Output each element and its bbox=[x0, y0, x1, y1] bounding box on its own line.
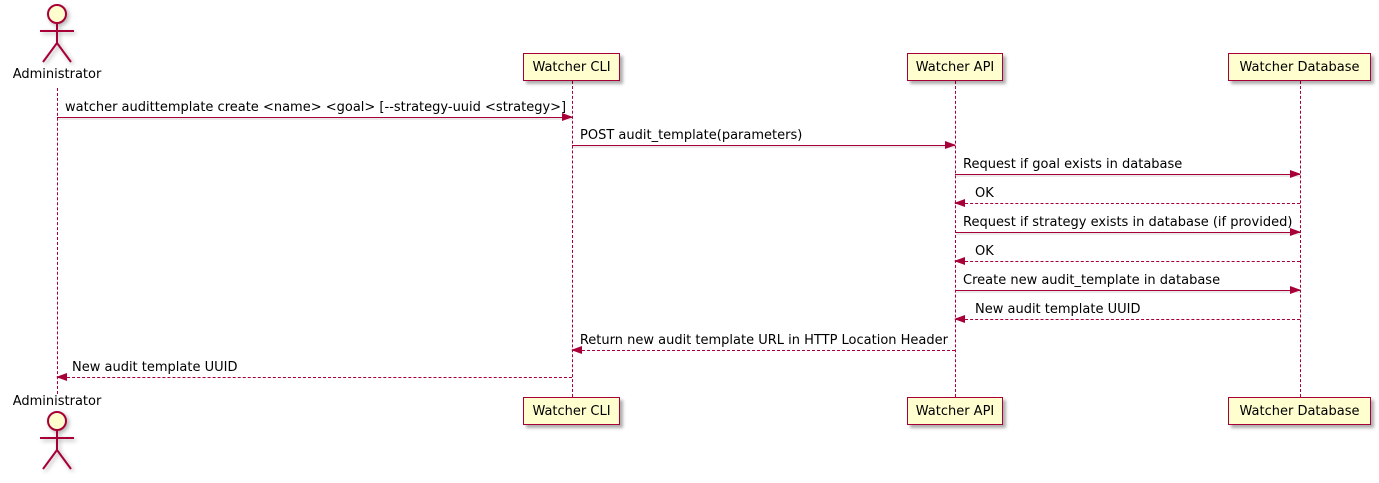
arrowhead-right-icon bbox=[562, 113, 573, 121]
lifeline-administrator bbox=[57, 88, 58, 394]
lifeline-watcher-database bbox=[1300, 81, 1301, 397]
participant-watcher-database-bottom: Watcher Database bbox=[1228, 397, 1371, 425]
actor-icon bbox=[33, 410, 81, 476]
arrowhead-left-icon bbox=[954, 257, 965, 265]
actor-icon bbox=[33, 3, 81, 69]
actor-label-top: Administrator bbox=[12, 67, 102, 82]
arrowhead-right-icon bbox=[945, 141, 956, 149]
actor-label-bottom: Administrator bbox=[12, 394, 102, 409]
arrowhead-left-icon bbox=[571, 346, 582, 354]
participant-watcher-api-top: Watcher API bbox=[907, 53, 1003, 81]
participant-watcher-api-bottom: Watcher API bbox=[907, 397, 1003, 425]
arrowhead-right-icon bbox=[1290, 286, 1301, 294]
participant-watcher-cli-top: Watcher CLI bbox=[523, 53, 620, 81]
participant-watcher-cli-bottom: Watcher CLI bbox=[523, 397, 620, 425]
arrowhead-right-icon bbox=[1290, 228, 1301, 236]
arrowhead-left-icon bbox=[954, 315, 965, 323]
lifeline-watcher-cli bbox=[572, 81, 573, 397]
arrowhead-left-icon bbox=[56, 373, 67, 381]
arrowhead-left-icon bbox=[954, 199, 965, 207]
arrowhead-right-icon bbox=[1290, 170, 1301, 178]
lifeline-watcher-api bbox=[955, 81, 956, 397]
participant-watcher-database-top: Watcher Database bbox=[1228, 53, 1371, 81]
